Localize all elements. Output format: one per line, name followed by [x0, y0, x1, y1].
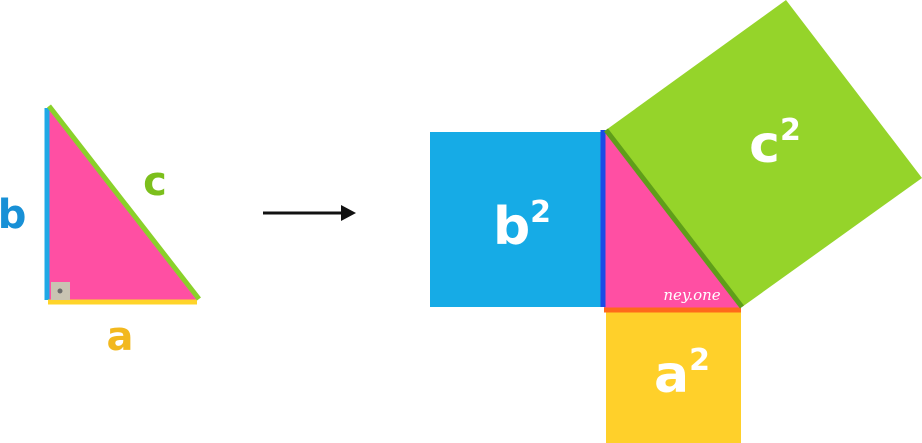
squares-group: b2 c2 a2 ney.one [430, 0, 922, 443]
label-a: a [107, 314, 134, 360]
square-b [430, 132, 604, 307]
square-c-label: c2 [749, 113, 801, 175]
side-c-line [47, 104, 201, 301]
right-angle-dot [57, 288, 63, 294]
label-b: b [0, 192, 26, 238]
arrow-head [341, 205, 356, 221]
left-triangle-group: b c a [0, 104, 201, 360]
square-a [606, 310, 741, 443]
watermark: ney.one [663, 286, 720, 304]
center-side-c [604, 128, 744, 309]
square-b-label: b2 [493, 195, 551, 257]
label-c: c [143, 159, 167, 205]
arrow [263, 205, 356, 221]
square-a-label: a2 [654, 343, 710, 405]
